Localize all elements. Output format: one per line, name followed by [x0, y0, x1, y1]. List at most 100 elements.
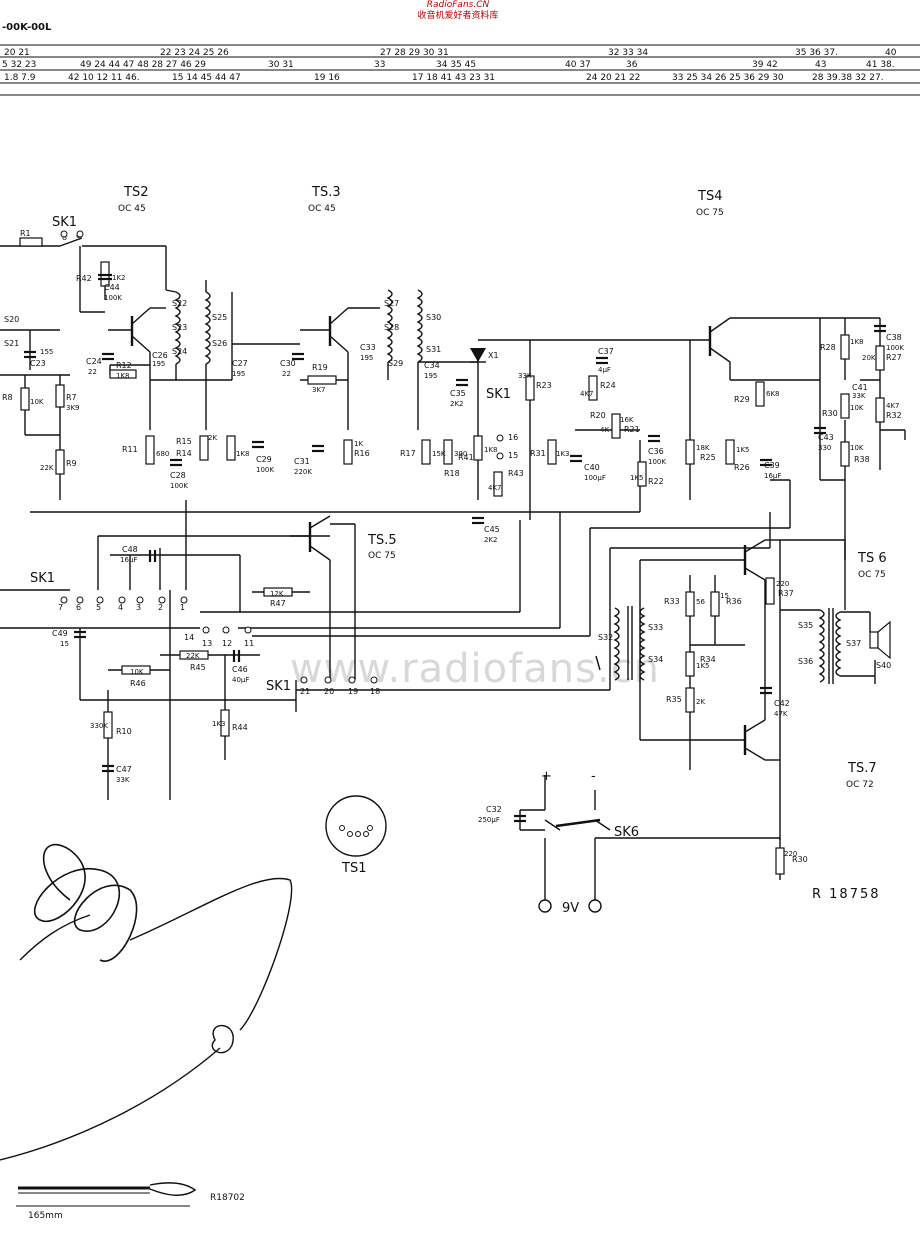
- label-c39: C39: [764, 461, 780, 470]
- label-c40: C40: [584, 463, 600, 472]
- resistor-r44: [220, 709, 230, 737]
- label-c31: C31: [294, 457, 310, 466]
- resistor-r47: [263, 587, 293, 597]
- label-r8: R8: [2, 393, 13, 402]
- pin-16: 16: [508, 433, 518, 442]
- value-r41: 1K8: [484, 446, 498, 454]
- value-c27: 195: [232, 370, 245, 378]
- ruler-cell: 40 37: [565, 60, 591, 70]
- label-c30: C30: [280, 359, 296, 368]
- drawing-codes: R 18758 R18702 165mm: [28, 887, 881, 1221]
- sk6-label: SK6: [614, 825, 639, 840]
- value-r18: 390: [454, 450, 467, 458]
- label-c26: C26: [152, 351, 168, 360]
- model-code: -00K-00L: [2, 22, 52, 33]
- label-r26: R26: [734, 463, 750, 472]
- value-c24: 22: [88, 368, 97, 376]
- value-c23: 155: [40, 348, 53, 356]
- value-c26: 195: [152, 360, 165, 368]
- resistor-r43: [493, 471, 503, 497]
- resistors: [19, 237, 885, 875]
- label-c33: C33: [360, 343, 376, 352]
- pin-4: 4: [118, 603, 123, 612]
- value-r11: 680: [156, 450, 169, 458]
- label-c46: C46: [232, 665, 248, 674]
- label-c23: C23: [30, 359, 46, 368]
- ruler-cell: 15 14 45 44 47: [172, 73, 241, 83]
- resistor-r41: [473, 435, 483, 461]
- value-r9: 22K: [40, 464, 54, 472]
- label-r45: R45: [190, 663, 206, 672]
- label-r17: R17: [400, 449, 416, 458]
- value-r38: 10K: [850, 444, 864, 452]
- label-r20: R20: [590, 411, 606, 420]
- value-c41: 33K: [852, 392, 866, 400]
- stage-ts4-type: OC 75: [696, 208, 724, 218]
- ruler-row-2: 5 32 23 49 24 44 47 48 28 27 46 29 30 31…: [2, 60, 895, 70]
- label-r23: R23: [536, 381, 552, 390]
- label-c44: C44: [104, 283, 120, 292]
- label-r34: R34: [700, 655, 716, 664]
- stage-titles: TS2 OC 45 TS.3 OC 45 TS4 OC 75 TS.5 OC 7…: [118, 185, 887, 790]
- resistor-r28: [840, 334, 850, 360]
- label-r46: R46: [130, 679, 146, 688]
- label-r38: R38: [854, 455, 870, 464]
- label-c36: C36: [648, 447, 664, 456]
- value-r37: 220: [776, 580, 789, 588]
- value-r46: 10K: [130, 668, 144, 676]
- label-r31: R31: [530, 449, 546, 458]
- antenna-length: 165mm: [28, 1211, 63, 1221]
- ruler-cell: 33: [374, 60, 385, 70]
- battery-voltage: 9V: [562, 901, 579, 916]
- pin-6: 6: [76, 603, 81, 612]
- label-r41: R41: [458, 453, 474, 462]
- label-s30: S30: [426, 313, 441, 322]
- value-c33: 195: [360, 354, 373, 362]
- value-r10: 330K: [90, 722, 108, 730]
- ruler-cell: 43: [815, 60, 826, 70]
- label-s23: S23: [172, 323, 187, 332]
- label-s35: S35: [798, 621, 813, 630]
- ruler-cell: 30 31: [268, 60, 294, 70]
- wiring: [0, 237, 906, 1207]
- resistor-r11: [145, 435, 155, 465]
- pin-14: 14: [184, 633, 194, 642]
- label-r16: R16: [354, 449, 370, 458]
- value-r23: 33K: [518, 372, 532, 380]
- label-r32: R32: [886, 411, 902, 420]
- pin-8: 8: [62, 233, 67, 242]
- value-c34: 195: [424, 372, 437, 380]
- value-r27: 20K: [862, 354, 876, 362]
- value-r7: 3K9: [66, 404, 80, 412]
- label-s40: S40: [876, 661, 891, 670]
- value-r43: 4K7: [488, 484, 502, 492]
- value-r21: 16K: [620, 416, 634, 424]
- pin-1: 1: [180, 603, 185, 612]
- resistor-r23: [525, 375, 535, 401]
- value-c47: 33K: [116, 776, 130, 784]
- drawing-code-main: R 18758: [812, 887, 881, 902]
- pin-7: 7: [58, 603, 63, 612]
- value-c42: 47K: [774, 710, 788, 718]
- label-c48: C48: [122, 545, 138, 554]
- label-c37: C37: [598, 347, 614, 356]
- resistor-r46: [121, 665, 151, 675]
- label-c47: C47: [116, 765, 132, 774]
- resistor-r18: [443, 439, 453, 465]
- value-r12: 1K8: [116, 372, 130, 380]
- label-r21: R21: [624, 425, 640, 434]
- battery-minus-terminal: [588, 899, 602, 913]
- value-c39: 16µF: [764, 472, 781, 480]
- stage-ts7-type: OC 72: [846, 780, 874, 790]
- pin-3: 3: [136, 603, 141, 612]
- label-r19: R19: [312, 363, 328, 372]
- resistor-r8: [20, 387, 30, 411]
- stage-ts5-name: TS.5: [367, 533, 397, 548]
- value-r45: 22K: [186, 652, 200, 660]
- capacitors: [24, 273, 886, 823]
- sk1-label-left: SK1: [30, 571, 55, 586]
- resistor-r24: [588, 375, 598, 401]
- label-c27: C27: [232, 359, 248, 368]
- drawing-code-antenna: R18702: [210, 1193, 245, 1203]
